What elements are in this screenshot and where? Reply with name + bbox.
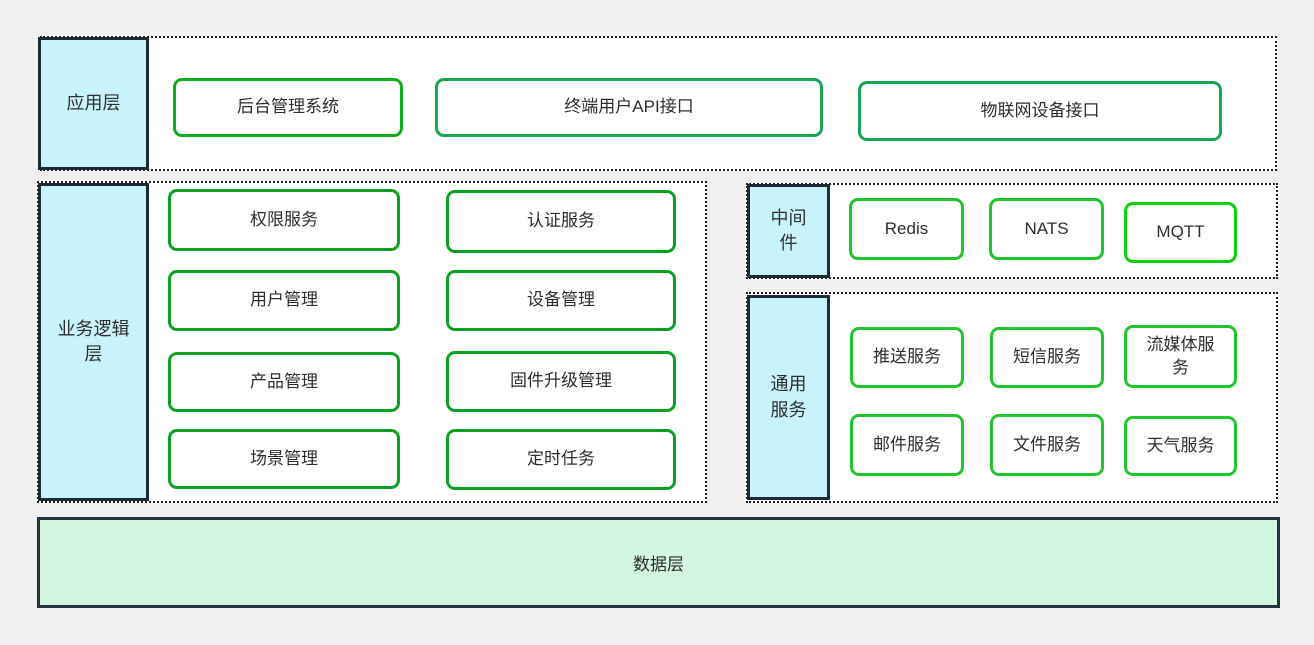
box-firmware-upgrade-management: 固件升级管理 <box>446 351 676 412</box>
box-product-management: 产品管理 <box>168 352 400 412</box>
box-label: 邮件服务 <box>873 434 941 454</box>
app-layer-label: 应用层 <box>38 37 149 170</box>
data-layer: 数据层 <box>37 517 1280 608</box>
business-layer-label: 业务逻辑层 <box>38 183 149 501</box>
box-backend-management-system: 后台管理系统 <box>173 78 403 137</box>
app-layer-label-text: 应用层 <box>66 92 121 113</box>
box-mail-service: 邮件服务 <box>850 414 964 476</box>
box-label: 固件升级管理 <box>510 371 612 391</box>
box-weather-service: 天气服务 <box>1124 416 1237 476</box>
box-label: 推送服务 <box>873 347 941 367</box>
box-device-management: 设备管理 <box>446 270 676 331</box>
box-label: 场景管理 <box>250 448 318 468</box>
box-label: Redis <box>884 218 929 238</box>
box-label: 权限服务 <box>250 209 318 229</box>
box-label: 用户管理 <box>250 290 318 310</box>
box-label: 文件服务 <box>1013 434 1081 454</box>
box-label: 短信服务 <box>1013 347 1081 367</box>
box-label: MQTT <box>1156 222 1205 242</box>
box-auth-service: 认证服务 <box>446 190 676 253</box>
data-layer-label: 数据层 <box>633 555 684 574</box>
box-redis: Redis <box>849 198 964 260</box>
box-push-service: 推送服务 <box>850 327 964 388</box>
box-sms-service: 短信服务 <box>990 327 1104 388</box>
box-label: NATS <box>1024 218 1069 238</box>
box-permission-service: 权限服务 <box>168 189 400 251</box>
box-label: 后台管理系统 <box>237 97 339 117</box>
box-label: 天气服务 <box>1146 435 1215 455</box>
box-user-management: 用户管理 <box>168 270 400 331</box>
box-nats: NATS <box>989 198 1104 260</box>
middleware-label-text: 中间件 <box>770 207 807 253</box>
box-label: 终端用户API接口 <box>564 97 694 117</box>
box-label: 设备管理 <box>527 290 595 310</box>
box-label: 定时任务 <box>527 449 595 469</box>
common-services-label-text: 通用服务 <box>770 374 807 420</box>
box-label: 流媒体服务 <box>1146 335 1215 377</box>
box-file-service: 文件服务 <box>990 414 1104 476</box>
box-scheduled-tasks: 定时任务 <box>446 429 676 490</box>
box-label: 产品管理 <box>250 371 318 391</box>
middleware-label: 中间件 <box>747 184 830 278</box>
box-scene-management: 场景管理 <box>168 429 400 489</box>
box-iot-device-interface: 物联网设备接口 <box>858 81 1222 141</box>
box-end-user-api: 终端用户API接口 <box>435 78 823 137</box>
box-mqtt: MQTT <box>1124 202 1237 263</box>
common-services-label: 通用服务 <box>747 295 830 500</box>
box-label: 认证服务 <box>527 211 595 231</box>
business-layer-label-text: 业务逻辑层 <box>57 318 130 364</box>
box-label: 物联网设备接口 <box>980 100 1100 120</box>
box-streaming-media-service: 流媒体服务 <box>1124 325 1237 388</box>
